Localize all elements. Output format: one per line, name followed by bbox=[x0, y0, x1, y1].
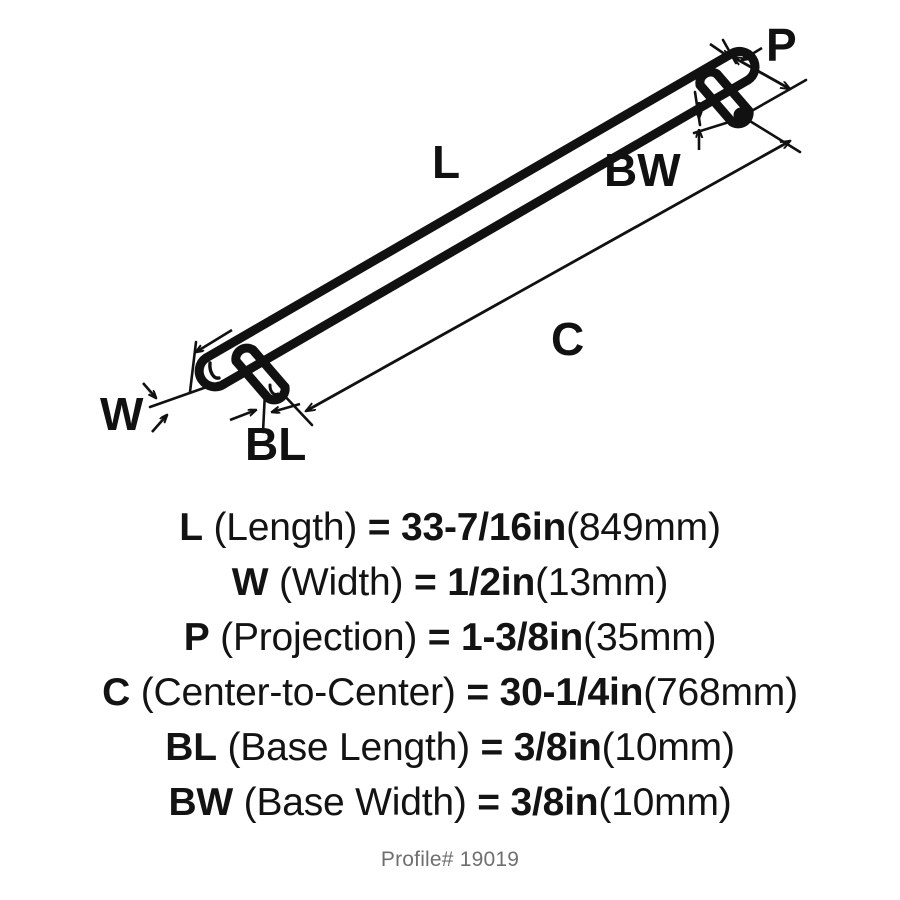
callout-label-bw: BW bbox=[604, 144, 681, 196]
left-mounting-post bbox=[231, 343, 290, 405]
bl-arrow-left bbox=[229, 410, 256, 422]
spec-equals: = bbox=[417, 616, 462, 659]
c-dimension-line bbox=[306, 141, 790, 411]
p-dimension-line bbox=[733, 57, 790, 89]
callout-label-w: W bbox=[100, 388, 144, 440]
bw-extension-left bbox=[693, 90, 702, 127]
left-post-lower-edge bbox=[248, 345, 290, 392]
spec-value: 1/2in bbox=[447, 561, 536, 604]
left-post-base-face bbox=[268, 383, 280, 396]
dimension-p bbox=[709, 38, 808, 115]
specification-list: L (Length) = 33-7/16in(849mm) W (Width) … bbox=[0, 500, 900, 872]
spec-name: (Width) bbox=[268, 561, 404, 604]
w-arrow-lower bbox=[151, 415, 167, 433]
spec-row: C (Center-to-Center) = 30-1/4in(768mm) bbox=[0, 665, 900, 720]
spec-value: 3/8in bbox=[510, 781, 599, 824]
dimension-bw bbox=[692, 90, 744, 150]
dimension-c bbox=[279, 116, 802, 427]
spec-metric: (35mm) bbox=[583, 616, 717, 659]
spec-value: 33-7/16in bbox=[401, 506, 567, 549]
spec-code: BW bbox=[168, 781, 234, 824]
spec-metric: (13mm) bbox=[535, 561, 669, 604]
right-post-upper-edge bbox=[695, 80, 737, 127]
spec-equals: = bbox=[469, 726, 514, 769]
spec-name: (Projection) bbox=[209, 616, 418, 659]
callout-label-l: L bbox=[432, 136, 461, 188]
spec-code: BL bbox=[165, 726, 217, 769]
bar-lower-edge bbox=[219, 75, 753, 389]
callout-label-p: P bbox=[766, 19, 797, 71]
spec-code: L bbox=[179, 506, 203, 549]
spec-row: P (Projection) = 1-3/8in(35mm) bbox=[0, 610, 900, 665]
spec-equals: = bbox=[455, 671, 500, 714]
spec-equals: = bbox=[403, 561, 448, 604]
c-right-extension bbox=[743, 116, 802, 154]
spec-equals: = bbox=[357, 506, 401, 549]
p-tick-left bbox=[709, 42, 729, 57]
spec-metric: (768mm) bbox=[643, 671, 798, 714]
bl-arrow-right bbox=[272, 402, 301, 412]
c-left-extension bbox=[279, 390, 314, 427]
p-base-extension bbox=[746, 78, 808, 115]
spec-name: (Center-to-Center) bbox=[130, 671, 456, 714]
left-post-top-cap bbox=[231, 343, 258, 366]
bl-extension-vertical bbox=[261, 390, 267, 434]
spec-equals: = bbox=[466, 781, 511, 824]
spec-code: P bbox=[183, 616, 210, 659]
spec-row: BW (Base Width) = 3/8in(10mm) bbox=[0, 775, 900, 830]
spec-code: C bbox=[102, 671, 131, 714]
spec-row: BL (Base Length) = 3/8in(10mm) bbox=[0, 720, 900, 775]
spec-value: 30-1/4in bbox=[499, 671, 644, 714]
spec-value: 3/8in bbox=[513, 726, 602, 769]
spec-name: (Base Length) bbox=[216, 726, 470, 769]
callout-label-bl: BL bbox=[245, 418, 307, 470]
spec-name: (Base Width) bbox=[233, 781, 467, 824]
left-post-upper-edge bbox=[231, 356, 273, 403]
dimension-w bbox=[142, 328, 233, 433]
product-dimension-drawing: L P BW C W BL bbox=[100, 19, 808, 470]
w-arrow-upper bbox=[142, 382, 156, 398]
p-tick-right bbox=[742, 46, 763, 60]
bar-left-cap bbox=[194, 353, 229, 392]
dimension-bl bbox=[229, 390, 301, 434]
spec-row: L (Length) = 33-7/16in(849mm) bbox=[0, 500, 900, 555]
spec-metric: (10mm) bbox=[598, 781, 732, 824]
spec-value: 1-3/8in bbox=[461, 616, 584, 659]
w-arrow-to-bar bbox=[196, 328, 233, 352]
profile-number: Profile# 19019 bbox=[380, 848, 520, 871]
callout-label-c: C bbox=[551, 313, 585, 365]
right-post-top-cap bbox=[695, 67, 722, 90]
bar-upper-edge bbox=[201, 49, 736, 363]
spec-code: W bbox=[231, 561, 269, 604]
bar-left-endface bbox=[208, 361, 221, 380]
left-post-base-cap bbox=[263, 382, 290, 405]
drawing-svg bbox=[142, 38, 808, 434]
spec-name: (Length) bbox=[202, 506, 358, 549]
w-extension-lower bbox=[148, 381, 220, 409]
spec-row: W (Width) = 1/2in(13mm) bbox=[0, 555, 900, 610]
spec-metric: (10mm) bbox=[601, 726, 735, 769]
right-post-lower-edge bbox=[712, 69, 754, 116]
bar-body bbox=[194, 46, 760, 392]
spec-metric: (849mm) bbox=[566, 506, 721, 549]
